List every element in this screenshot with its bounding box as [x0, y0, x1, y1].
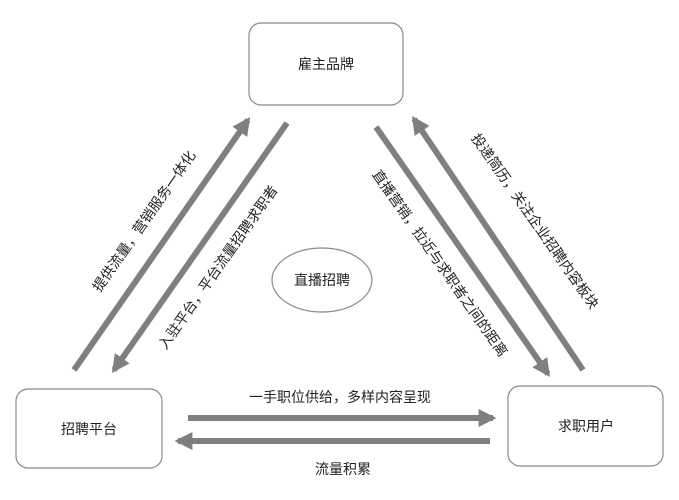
- node-job-seeker: 求职用户: [507, 385, 664, 467]
- center-live-recruit: 直播招聘: [271, 247, 373, 313]
- center-live-recruit-label: 直播招聘: [294, 272, 350, 289]
- node-employer-brand: 雇主品牌: [248, 22, 404, 106]
- arrow-employer-to-seeker: [373, 125, 551, 377]
- edge-label-employer-to-seeker: 直播营销，拉近与求职者之间的距离: [368, 167, 510, 360]
- node-recruit-platform: 招聘平台: [15, 388, 163, 469]
- node-recruit-platform-label: 招聘平台: [61, 422, 117, 438]
- arrow-seeker-to-employer: [411, 116, 586, 372]
- edge-label-platform-to-seeker: 一手职位供给，多样内容呈现: [249, 389, 431, 406]
- edge-label-employer-to-platform: 入驻平台，平台流量招聘求职者: [156, 183, 282, 353]
- arrow-platform-to-employer: [71, 117, 251, 372]
- node-job-seeker-label: 求职用户: [558, 418, 614, 435]
- node-employer-brand-label: 雇主品牌: [298, 56, 354, 73]
- arrow-employer-to-platform: [111, 121, 290, 373]
- edge-label-seeker-to-platform: 流量积累: [315, 462, 371, 478]
